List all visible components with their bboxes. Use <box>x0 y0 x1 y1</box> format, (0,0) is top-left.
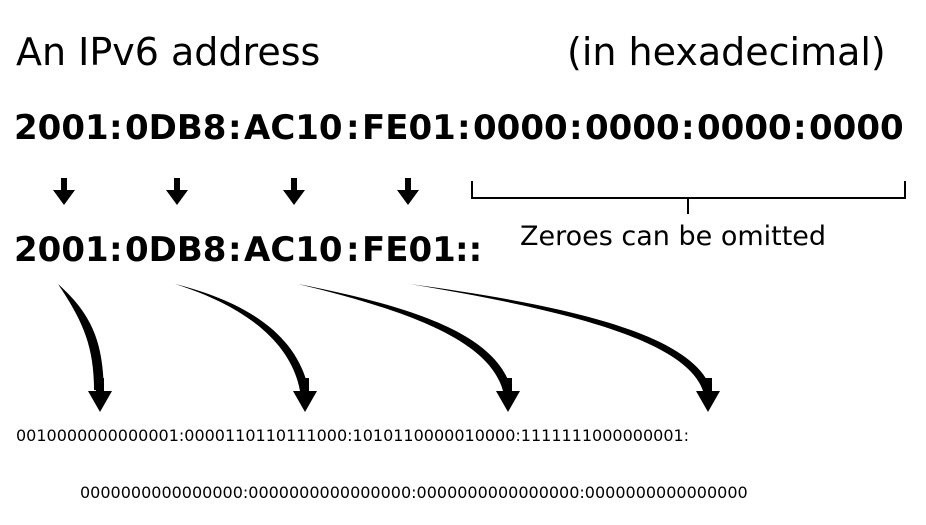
full-group-4: FE01 <box>362 108 456 148</box>
down-arrow-icon-3 <box>283 178 305 205</box>
curved-arrow-icon-3 <box>298 284 520 412</box>
binary-line-2: 0000000000000000:0000000000000000:000000… <box>80 483 748 502</box>
curved-arrow-icon-2 <box>175 284 317 412</box>
omitted-zeroes-bracket <box>471 181 906 214</box>
short-group-4: FE01 <box>362 230 456 270</box>
full-separator-7: : <box>793 108 807 148</box>
full-separator-4: : <box>457 108 471 148</box>
diagram-title: An IPv6 address <box>16 30 321 74</box>
full-group-7: 0000 <box>697 108 792 148</box>
full-separator-3: : <box>346 108 360 148</box>
full-separator-1: : <box>109 108 123 148</box>
short-omitted-marker: :: <box>455 230 483 270</box>
short-group-3: AC10 <box>244 230 343 270</box>
full-group-1: 2001 <box>14 108 109 148</box>
down-arrow-icon-1 <box>53 178 75 205</box>
full-group-6: 0000 <box>585 108 680 148</box>
full-separator-2: : <box>228 108 242 148</box>
full-separator-6: : <box>681 108 695 148</box>
short-group-1: 2001 <box>14 230 109 270</box>
full-group-2: 0DB8 <box>125 108 227 148</box>
curved-arrow-icon-4 <box>410 284 720 412</box>
short-group-2: 0DB8 <box>125 230 227 270</box>
full-separator-5: : <box>569 108 583 148</box>
down-arrow-icon-2 <box>166 178 188 205</box>
curved-arrow-icon-1 <box>58 284 112 412</box>
short-separator-1: : <box>109 230 123 270</box>
down-arrow-icon-4 <box>397 178 419 205</box>
binary-line-1: 0010000000000001:0000110110111000:101011… <box>16 426 690 445</box>
full-group-8: 0000 <box>809 108 904 148</box>
diagram-subtitle: (in hexadecimal) <box>567 30 886 74</box>
full-group-5: 0000 <box>473 108 568 148</box>
full-group-3: AC10 <box>244 108 343 148</box>
short-separator-3: : <box>346 230 360 270</box>
omitted-note: Zeroes can be omitted <box>520 221 827 252</box>
short-separator-2: : <box>228 230 242 270</box>
